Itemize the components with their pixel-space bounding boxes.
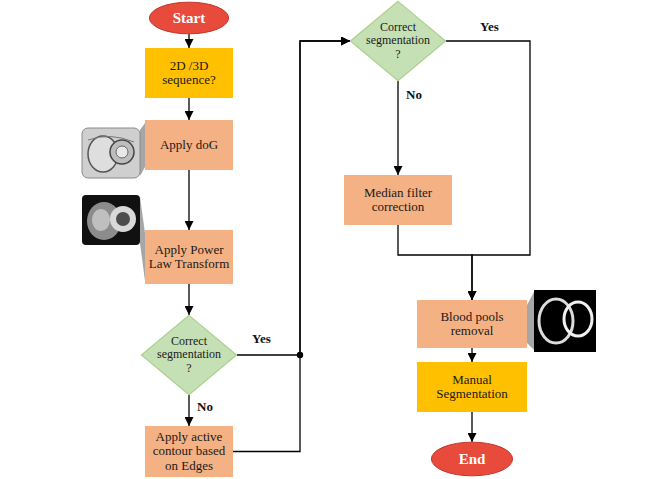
text-block: Apply Power Law Transform <box>148 243 230 272</box>
oval-shape <box>431 442 512 476</box>
process-box: Apply active contour based on Edges <box>145 426 233 477</box>
flow-arrow <box>237 41 350 355</box>
text-block: End <box>459 451 486 468</box>
flow-arrow <box>233 41 350 452</box>
mri-thumbnail <box>82 195 140 245</box>
node-label: Apply doG <box>160 138 218 152</box>
process-box: Apply doG <box>145 120 233 170</box>
diamond-shape <box>141 315 236 394</box>
node-label: Blood pools removal <box>420 310 524 339</box>
mri-thumbnail <box>82 128 140 178</box>
text-block: Apply active contour based on Edges <box>148 430 230 473</box>
node-label: Start <box>173 10 206 27</box>
text-block: Median filter correction <box>347 186 449 215</box>
process-box: Manual Segmentation <box>417 362 527 412</box>
edge-label: No <box>404 88 424 102</box>
process-box: Apply Power Law Transform <box>145 230 233 284</box>
process-box: Blood pools removal <box>417 300 527 348</box>
mri-thumbnail <box>534 290 596 352</box>
flow-arrow <box>188 170 189 230</box>
callout-band <box>527 292 534 350</box>
node-label: Apply Power Law Transform <box>148 243 230 272</box>
edge-label: No <box>195 400 215 414</box>
flow-arrow <box>188 34 189 48</box>
node-label: End <box>459 451 486 468</box>
text-block: Blood pools removal <box>420 310 524 339</box>
decision-diamond: Correct segmentation ? <box>350 1 446 81</box>
node-label: Correct segmentation ? <box>155 335 223 375</box>
text-block: Correct segmentation ? <box>155 335 223 375</box>
text-block: Start <box>173 10 206 27</box>
flow-arrow <box>471 412 472 442</box>
text-block: Manual Segmentation <box>420 373 524 402</box>
oval-shape <box>149 2 228 34</box>
node-label: Correct segmentation ? <box>364 21 432 61</box>
flow-arrow <box>471 348 472 362</box>
flow-arrow <box>188 284 189 315</box>
flow-arrow <box>398 225 472 300</box>
flow-arrow <box>446 41 530 300</box>
diamond-shape <box>350 1 445 80</box>
terminator-oval: Start <box>149 2 229 34</box>
node-label: Apply active contour based on Edges <box>148 430 230 473</box>
edge-label: Yes <box>250 332 273 346</box>
process-box: Median filter correction <box>344 175 452 225</box>
flow-arrow <box>188 395 189 426</box>
flow-arrow <box>397 81 398 175</box>
terminator-oval: End <box>431 442 513 476</box>
decision-diamond: Correct segmentation ? <box>141 315 237 395</box>
text-block: 2D /3D sequence? <box>148 59 230 88</box>
edge-label: Yes <box>478 20 501 34</box>
process-box: 2D /3D sequence? <box>145 48 233 98</box>
text-block: Apply doG <box>160 138 218 152</box>
flow-arrow <box>188 98 189 120</box>
text-block: Correct segmentation ? <box>364 21 432 61</box>
node-label: Median filter correction <box>347 186 449 215</box>
node-label: 2D /3D sequence? <box>148 59 230 88</box>
node-label: Manual Segmentation <box>420 373 524 402</box>
